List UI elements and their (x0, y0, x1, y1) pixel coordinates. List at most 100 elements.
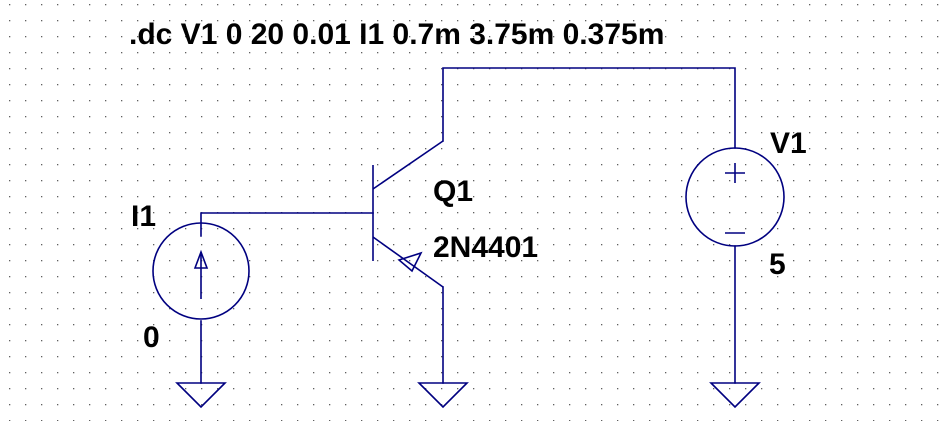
grid-dot (505, 244, 507, 246)
grid-dot (649, 148, 651, 150)
grid-dot (649, 276, 651, 278)
grid-dot (265, 164, 267, 166)
q1-model-label[interactable]: 2N4401 (433, 231, 538, 264)
grid-dot (89, 196, 91, 198)
grid-dot (441, 52, 443, 54)
grid-dot (297, 20, 299, 22)
grid-dot (601, 148, 603, 150)
grid-dot (665, 308, 667, 310)
grid-dot (265, 20, 267, 22)
grid-dot (665, 196, 667, 198)
dc-directive[interactable]: .dc V1 0 20 0.01 I1 0.7m 3.75m 0.375m (129, 18, 664, 51)
grid-dot (313, 84, 315, 86)
npn-transistor-q1[interactable] (372, 140, 444, 288)
grid-dot (825, 148, 827, 150)
grid-dot (89, 324, 91, 326)
grid-dot (41, 340, 43, 342)
grid-dot (169, 228, 171, 230)
grid-dot (25, 180, 27, 182)
wire-base[interactable] (200, 212, 374, 237)
grid-dot (105, 260, 107, 262)
wire-collector[interactable] (442, 67, 736, 149)
grid-dot (409, 52, 411, 54)
grid-dot (313, 20, 315, 22)
grid-dot (121, 148, 123, 150)
i1-value-label[interactable]: 0 (143, 321, 160, 354)
ground-icon-q1[interactable] (417, 382, 469, 409)
grid-dot (889, 308, 891, 310)
grid-dot (281, 404, 283, 406)
grid-dot (329, 244, 331, 246)
grid-dot (313, 180, 315, 182)
grid-dot (25, 84, 27, 86)
grid-dot (937, 292, 939, 294)
grid-dot (169, 180, 171, 182)
grid-dot (9, 340, 11, 342)
grid-dot (185, 196, 187, 198)
current-source-i1[interactable] (152, 222, 250, 320)
grid-dot (873, 4, 875, 6)
grid-dot (649, 356, 651, 358)
grid-dot (745, 308, 747, 310)
grid-dot (137, 308, 139, 310)
grid-dot (905, 340, 907, 342)
grid-dot (793, 260, 795, 262)
grid-dot (377, 212, 379, 214)
grid-dot (537, 340, 539, 342)
grid-dot (425, 292, 427, 294)
grid-dot (937, 132, 939, 134)
grid-dot (457, 36, 459, 38)
grid-dot (857, 404, 859, 406)
voltage-source-v1[interactable] (685, 147, 785, 247)
grid-dot (25, 132, 27, 134)
grid-dot (345, 20, 347, 22)
grid-dot (121, 356, 123, 358)
grid-dot (569, 84, 571, 86)
v1-name-label[interactable]: V1 (770, 127, 807, 160)
grid-dot (777, 276, 779, 278)
grid-dot (169, 52, 171, 54)
grid-dot (249, 388, 251, 390)
grid-dot (201, 388, 203, 390)
grid-dot (921, 308, 923, 310)
ground-icon-v1[interactable] (709, 382, 761, 409)
grid-dot (313, 340, 315, 342)
grid-dot (217, 276, 219, 278)
ground-icon-i1[interactable] (175, 382, 227, 409)
grid-dot (665, 404, 667, 406)
i1-name-label[interactable]: I1 (131, 200, 156, 233)
grid-dot (921, 164, 923, 166)
grid-dot (89, 116, 91, 118)
grid-dot (73, 228, 75, 230)
grid-dot (233, 4, 235, 6)
v1-value-label[interactable]: 5 (769, 248, 786, 281)
grid-dot (249, 148, 251, 150)
grid-dot (297, 180, 299, 182)
grid-dot (553, 100, 555, 102)
grid-dot (393, 116, 395, 118)
grid-dot (105, 292, 107, 294)
q1-name-label[interactable]: Q1 (433, 175, 473, 208)
grid-dot (409, 340, 411, 342)
grid-dot (489, 84, 491, 86)
grid-dot (73, 116, 75, 118)
grid-dot (473, 4, 475, 6)
grid-dot (937, 244, 939, 246)
grid-dot (697, 132, 699, 134)
grid-dot (729, 244, 731, 246)
grid-dot (537, 292, 539, 294)
grid-dot (809, 52, 811, 54)
grid-dot (665, 372, 667, 374)
grid-dot (697, 260, 699, 262)
grid-dot (121, 276, 123, 278)
grid-dot (921, 292, 923, 294)
grid-dot (249, 276, 251, 278)
grid-dot (57, 292, 59, 294)
grid-dot (137, 404, 139, 406)
grid-dot (57, 228, 59, 230)
grid-dot (569, 212, 571, 214)
grid-dot (633, 228, 635, 230)
grid-dot (601, 244, 603, 246)
grid-dot (745, 196, 747, 198)
